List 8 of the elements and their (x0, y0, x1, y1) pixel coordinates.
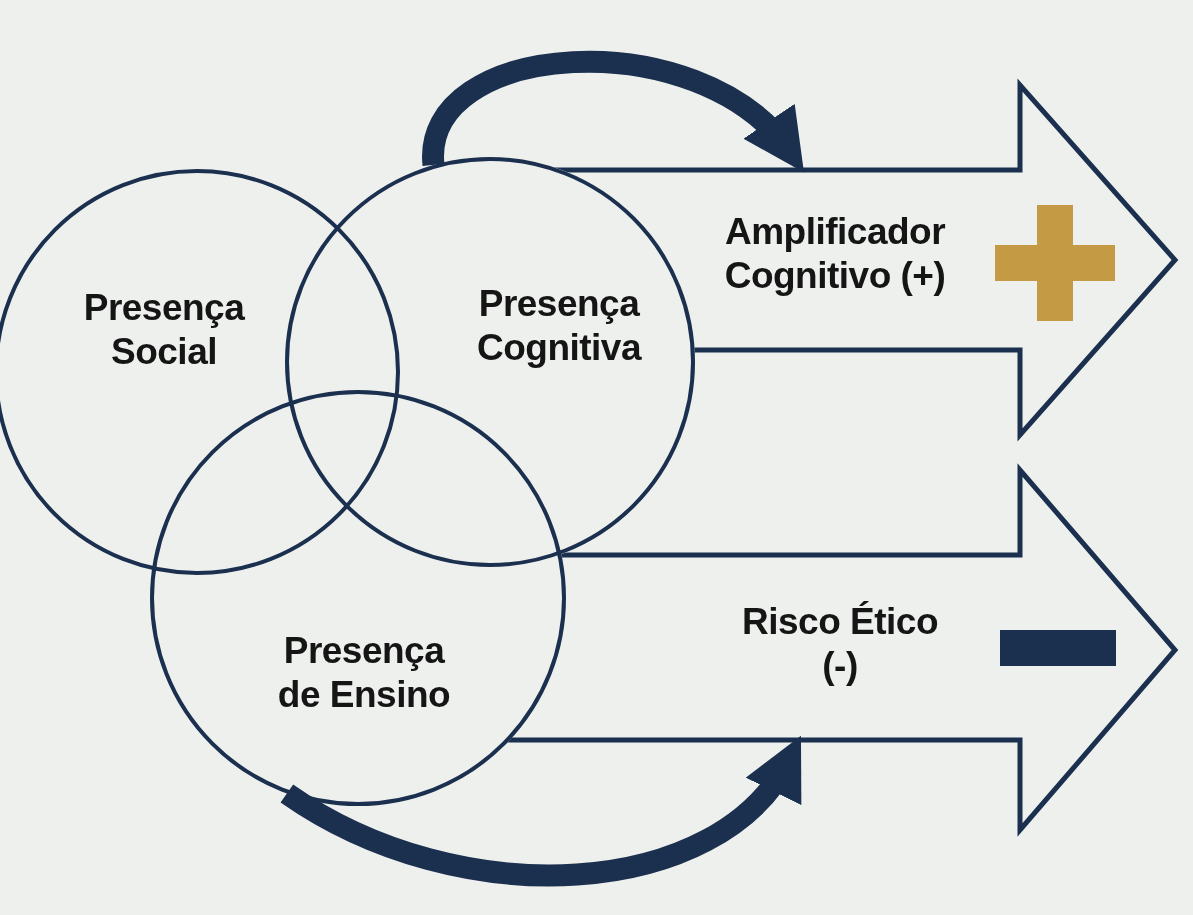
arrow-label: Amplificador Cognitivo (+) (723, 210, 947, 299)
circle-label: Presença Social (82, 286, 246, 375)
venn-circle (0, 169, 400, 575)
curved-arrow (281, 737, 804, 886)
circle-label: Presença de Ensino (276, 629, 452, 718)
circle-label: Presença Cognitiva (475, 282, 643, 371)
curved-arrow (422, 51, 807, 171)
arrow-label: Risco Ético (-) (741, 600, 939, 689)
